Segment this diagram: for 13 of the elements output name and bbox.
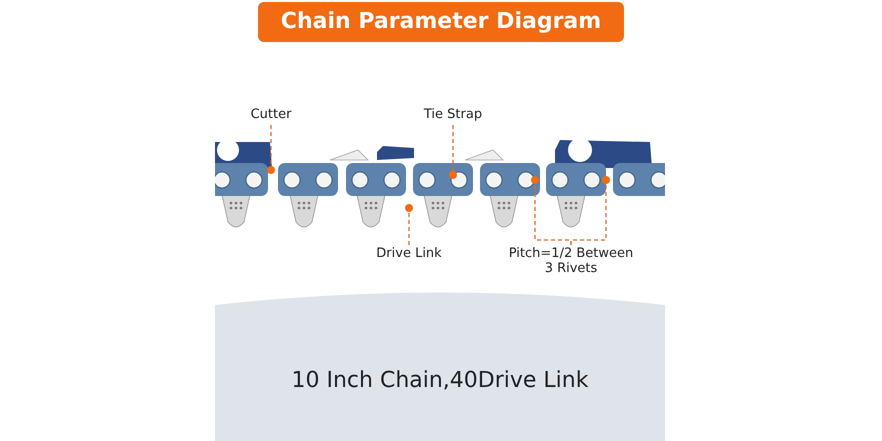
marker-dot [602,176,610,184]
leader-line [570,184,607,245]
leader-line [452,125,454,171]
leader-line [270,125,272,166]
title-banner: Chain Parameter Diagram [258,2,624,42]
part-label: Pitch=1/2 Between 3 Rivets [504,246,638,276]
part-label: Cutter [248,107,294,122]
leader-line [408,212,410,245]
part-label: Drive Link [372,246,446,261]
marker-dot [267,166,275,174]
marker-dot [405,204,413,212]
chain-spec-text: 10 Inch Chain,40Drive Link [290,368,590,393]
part-label: Tie Strap [421,107,485,122]
